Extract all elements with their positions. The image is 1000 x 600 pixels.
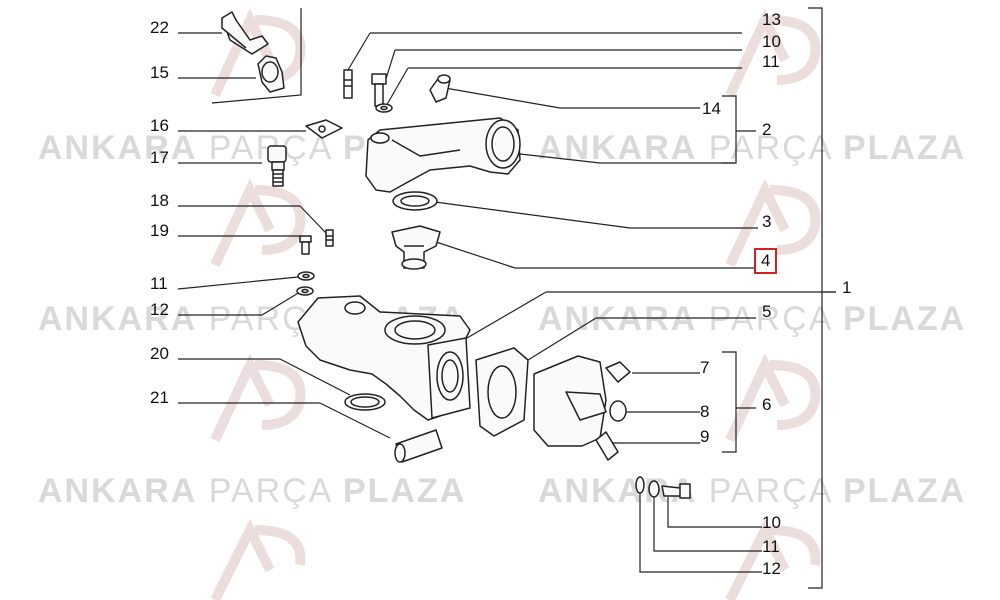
callout-label: 7 xyxy=(700,358,710,377)
callout-label: 9 xyxy=(700,427,710,446)
callout-label: 13 xyxy=(762,10,781,29)
watermark-text: ANKARA PARÇA PLAZA xyxy=(538,300,967,338)
callout-label: 17 xyxy=(150,148,169,167)
callout-label: 19 xyxy=(150,221,169,240)
callout-label: 22 xyxy=(150,18,169,37)
callout-label: 11 xyxy=(150,274,168,293)
callout-label: 14 xyxy=(702,99,721,118)
callout-label-highlighted: 4 xyxy=(753,248,778,274)
callout-label: 16 xyxy=(150,116,169,135)
callout-label: 1 xyxy=(842,278,852,297)
callout-label: 8 xyxy=(700,402,710,421)
callout-label: 11 xyxy=(762,537,780,556)
callout-label: 6 xyxy=(762,395,772,414)
callout-label: 12 xyxy=(762,559,781,578)
parts-drawing xyxy=(221,11,691,499)
callout-label: 2 xyxy=(762,120,772,139)
callout-label: 11 xyxy=(762,52,780,71)
callout-label: 5 xyxy=(762,302,772,321)
watermark-text: ANKARA PARÇA PLAZA xyxy=(38,472,467,510)
callout-label: 20 xyxy=(150,344,169,363)
callout-label: 12 xyxy=(150,300,169,319)
callout-label: 15 xyxy=(150,63,169,82)
callout-label: 21 xyxy=(150,388,169,407)
clip-group-bracket xyxy=(211,8,302,104)
callout-label: 10 xyxy=(762,513,781,532)
watermark-logo xyxy=(210,8,821,600)
watermark-text: ANKARA PARÇA PLAZA xyxy=(538,129,967,167)
callout-label: 18 xyxy=(150,191,169,210)
callout-label: 3 xyxy=(762,212,772,231)
callout-label: 10 xyxy=(762,32,781,51)
